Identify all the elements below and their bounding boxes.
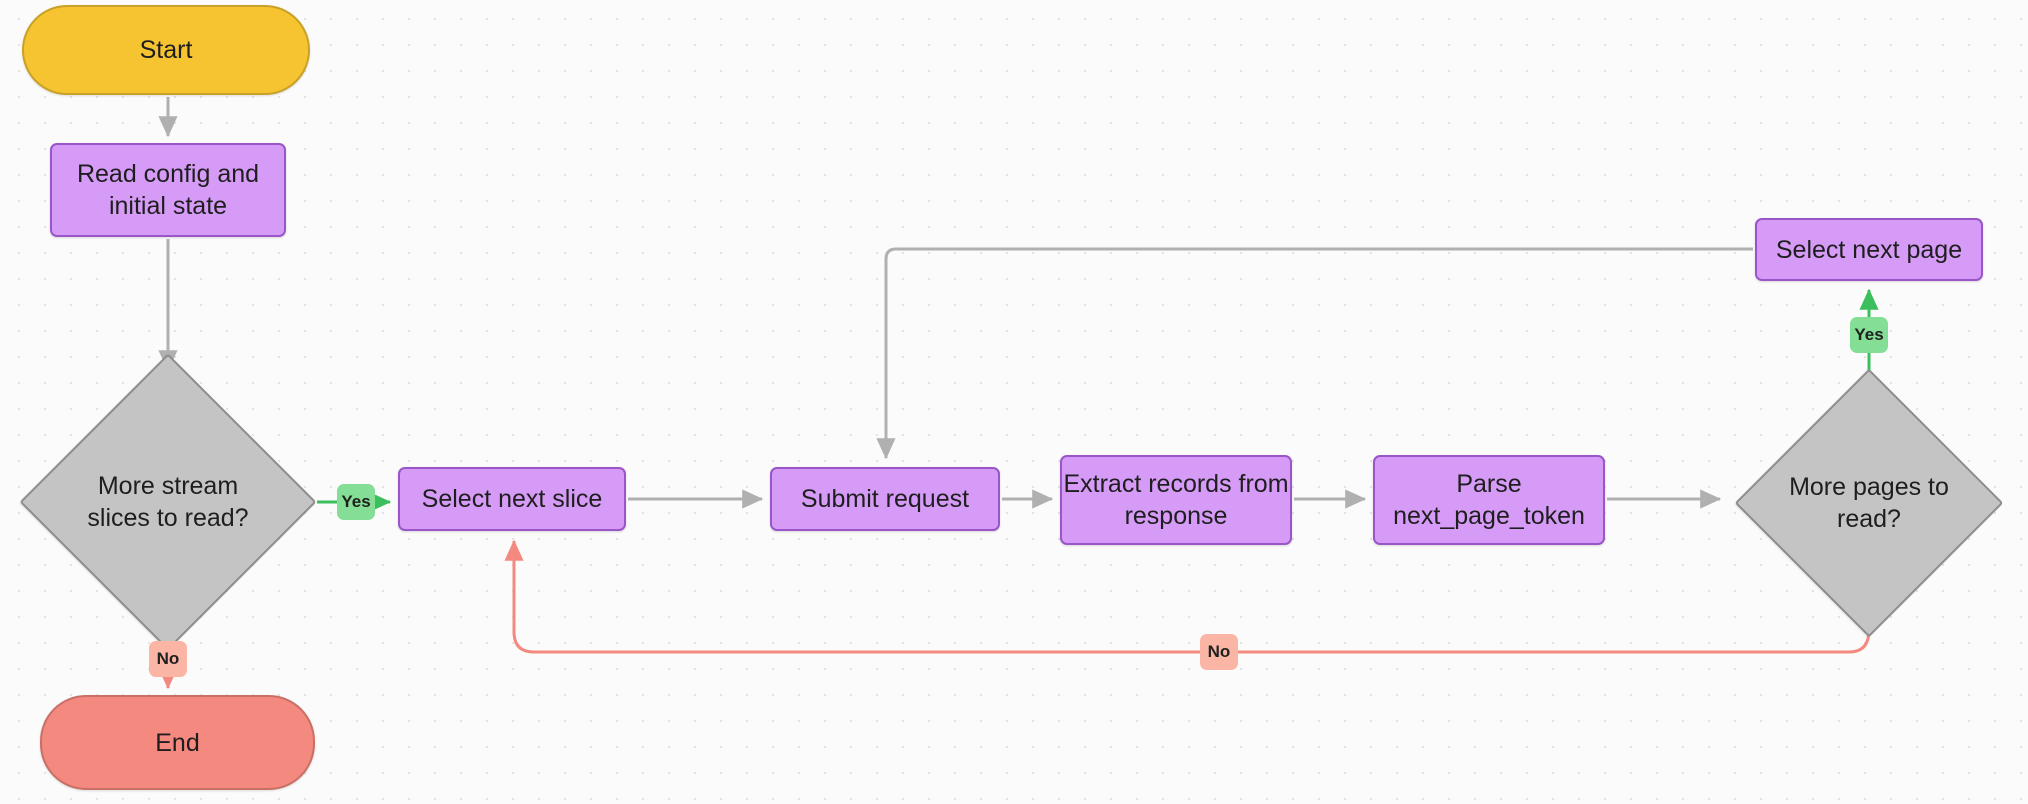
node-end-label: End xyxy=(155,728,200,757)
edge-label-pages-no: No xyxy=(1200,634,1238,670)
edge-label-slices-yes: Yes xyxy=(337,484,375,520)
node-end[interactable]: End xyxy=(40,695,315,790)
node-more-stream-slices[interactable]: More stream slices to read? xyxy=(19,353,317,651)
node-submit-request[interactable]: Submit request xyxy=(770,467,1000,531)
node-select-next-page[interactable]: Select next page xyxy=(1755,218,1983,281)
edge-label-pages-yes: Yes xyxy=(1850,317,1888,353)
edge-label-slices-no: No xyxy=(149,641,187,677)
node-parse-next-page-token-label: Parse next_page_token xyxy=(1393,470,1585,530)
node-more-pages-label: More pages to read? xyxy=(1789,473,1949,533)
node-more-pages[interactable]: More pages to read? xyxy=(1734,368,2004,638)
node-start-label: Start xyxy=(139,36,193,64)
node-more-stream-slices-label: More stream slices to read? xyxy=(87,472,249,532)
edge-label-slices-yes-text: Yes xyxy=(341,492,371,511)
node-extract-records[interactable]: Extract records from response xyxy=(1060,455,1292,545)
node-select-next-page-label: Select next page xyxy=(1775,235,1963,264)
node-start[interactable]: Start xyxy=(22,5,310,95)
edge-label-pages-no-text: No xyxy=(1207,642,1231,661)
node-read-config[interactable]: Read config and initial state xyxy=(50,143,286,237)
node-submit-request-label: Submit request xyxy=(800,485,970,513)
edge-label-pages-yes-text: Yes xyxy=(1854,325,1884,344)
edge-more-pages-no-to-select-slice xyxy=(504,539,1871,654)
edge-label-slices-no-text: No xyxy=(156,649,180,668)
node-select-next-slice[interactable]: Select next slice xyxy=(398,467,626,531)
node-select-next-slice-label: Select next slice xyxy=(421,485,603,513)
node-extract-records-label: Extract records from response xyxy=(1063,470,1289,530)
edge-select-page-to-submit-request xyxy=(876,247,1753,460)
node-parse-next-page-token[interactable]: Parse next_page_token xyxy=(1373,455,1605,545)
node-read-config-label: Read config and initial state xyxy=(76,160,260,220)
